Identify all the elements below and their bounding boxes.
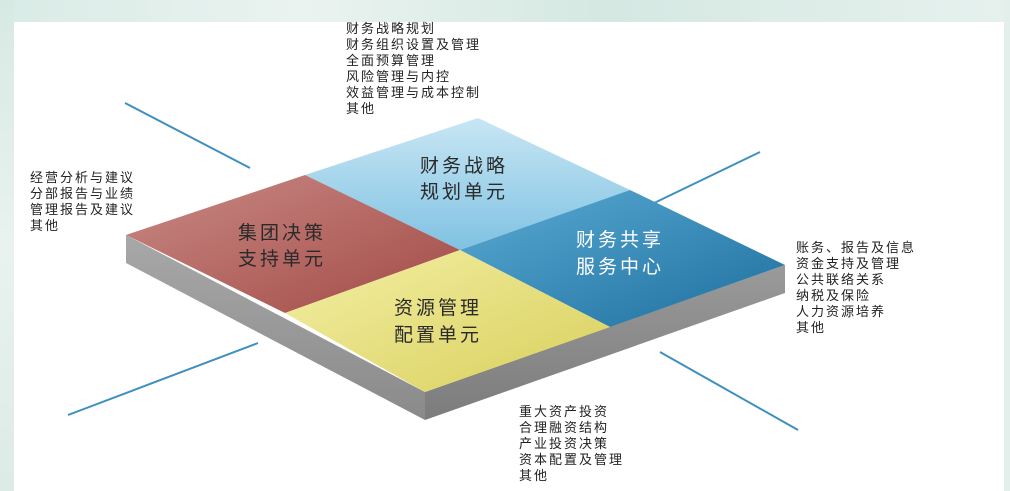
- connector-line-bottom-right: [659, 351, 799, 431]
- slab-side-right: [425, 265, 785, 420]
- note-item: 效益管理与成本控制: [346, 86, 482, 101]
- quadrant-top-label-line2: 规划单元: [420, 181, 508, 203]
- connector-line-bottom-left: [67, 342, 259, 416]
- note-item: 财务战略规划: [346, 22, 437, 37]
- note-item: 资金支持及管理: [796, 257, 902, 272]
- quadrant-right-label-line1: 财务共享: [576, 229, 664, 251]
- note-item: 分部报告与业绩: [30, 187, 136, 202]
- quadrant-bottom-label-line2: 配置单元: [394, 324, 482, 346]
- note-item: 其他: [519, 469, 550, 484]
- quadrant-left-label-line2: 支持单元: [238, 248, 326, 270]
- note-item: 公共联络关系: [796, 273, 887, 288]
- background-band-right: [1004, 0, 1010, 491]
- note-item: 账务、报告及信息: [796, 241, 917, 256]
- quadrant-resource-allocation: [285, 250, 610, 392]
- connector-lines: [67, 102, 799, 431]
- note-item: 其他: [796, 321, 827, 336]
- quadrant-shared-service-center: [460, 190, 785, 327]
- note-item: 风险管理与内控: [346, 70, 452, 85]
- note-list-group-decision-support: 经营分析与建议 分部报告与业绩 管理报告及建议 其他: [30, 171, 135, 235]
- note-item: 其他: [346, 102, 377, 117]
- note-item: 经营分析与建议: [30, 171, 136, 186]
- quadrant-top-label-line1: 财务战略: [420, 155, 508, 177]
- background-band-left: [0, 0, 14, 491]
- background-band-top: [0, 0, 1010, 22]
- quadrant-bottom-label-line1: 资源管理: [394, 297, 482, 319]
- connector-line-top-right: [649, 151, 761, 206]
- note-list-shared-service-center: 账务、报告及信息 资金支持及管理 公共联络关系 纳税及保险 人力资源培养 其他: [796, 241, 916, 337]
- note-item: 纳税及保险: [796, 289, 872, 304]
- note-item: 资本配置及管理: [519, 453, 625, 468]
- note-item: 人力资源培养: [796, 305, 887, 320]
- note-item: 产业投资决策: [519, 437, 610, 452]
- quadrant-group-decision-support: [126, 175, 460, 313]
- note-item: 全面预算管理: [346, 54, 437, 69]
- note-item: 管理报告及建议: [30, 203, 136, 218]
- note-list-resource-allocation: 重大资产投资 合理融资结构 产业投资决策 资本配置及管理 其他: [519, 405, 624, 485]
- slab-side-left: [126, 235, 425, 420]
- note-item: 重大资产投资: [519, 405, 610, 420]
- note-item: 财务组织设置及管理: [346, 38, 482, 53]
- note-item: 合理融资结构: [519, 421, 610, 436]
- connector-line-top-left: [124, 102, 251, 169]
- note-list-strategy-planning: 财务战略规划 财务组织设置及管理 全面预算管理 风险管理与内控 效益管理与成本控…: [346, 22, 481, 118]
- note-item: 其他: [30, 219, 61, 234]
- quadrant-strategy-planning: [305, 118, 630, 250]
- quadrant-right-label-line2: 服务中心: [576, 256, 664, 278]
- quadrant-left-label-line1: 集团决策: [238, 222, 326, 244]
